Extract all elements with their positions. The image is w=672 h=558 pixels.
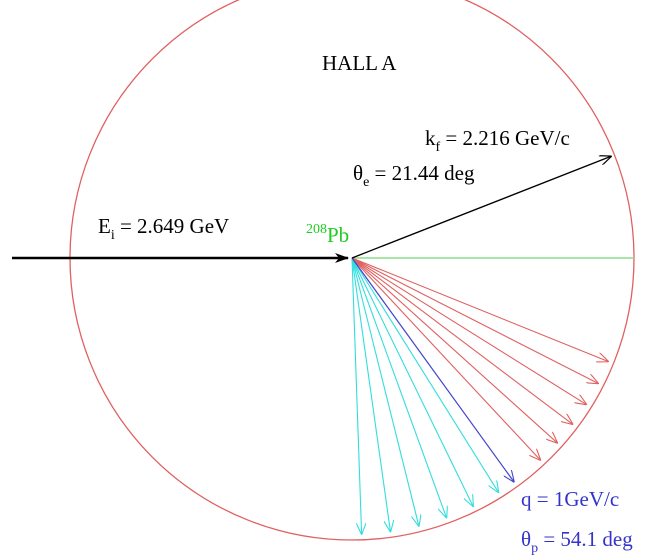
cyan-ray-1 (351, 257, 498, 492)
scattered-electron-arrow (351, 156, 611, 259)
red-ray-5 (351, 257, 557, 443)
scattered-electron-ray (351, 156, 611, 259)
target-label: 208Pb (306, 222, 349, 247)
cyan-ray-3 (351, 257, 446, 517)
red-ray-4 (351, 257, 572, 424)
cyan-ray-2 (351, 257, 473, 506)
transfer-angle-label: θp = 54.1 deg (521, 527, 633, 556)
red-ray-6 (351, 257, 540, 460)
cyan-ray-6 (351, 257, 362, 534)
momentum-transfer-label: q = 1GeV/c (521, 487, 619, 511)
momentum-transfer-ray (351, 257, 514, 482)
scattered-momentum-label: kf = 2.216 GeV/c (425, 126, 570, 155)
beam-energy-label: Ei = 2.649 GeV (98, 214, 229, 243)
cyan-ray-4 (351, 257, 419, 526)
hall-label: HALL A (322, 51, 397, 75)
cyan-ray-5 (351, 257, 390, 531)
cyan-ray-fan (351, 257, 498, 534)
q-vector-arrow (351, 257, 514, 482)
red-ray-3 (351, 257, 586, 404)
red-ray-fan (351, 257, 608, 460)
electron-angle-label: θe = 21.44 deg (353, 161, 475, 190)
red-ray-1 (351, 257, 608, 361)
red-ray-2 (351, 257, 598, 383)
